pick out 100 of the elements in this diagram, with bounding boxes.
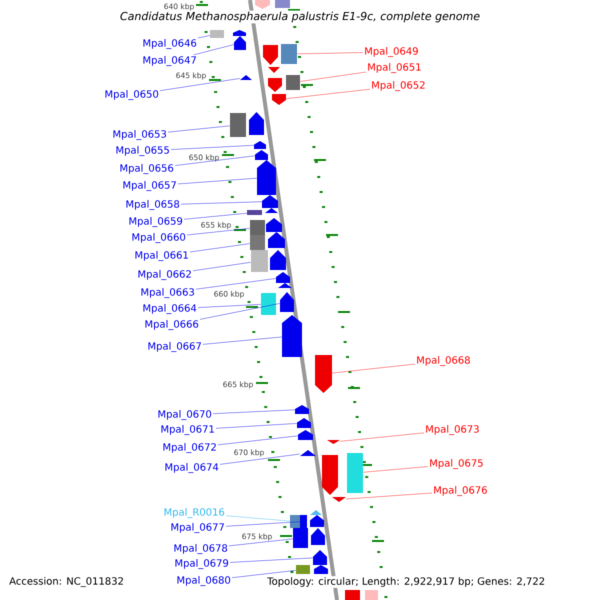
gene-shape [268, 67, 280, 73]
gene-shape [272, 94, 286, 105]
gene-box [290, 515, 300, 528]
leader-line [226, 516, 290, 522]
leader-line [186, 228, 250, 236]
gene-shape [314, 565, 328, 574]
gene-box [250, 235, 265, 250]
gene-label: Mpal_0666 [145, 320, 198, 330]
gene-shape [254, 141, 266, 149]
gene-shape [233, 30, 246, 36]
leader-line [346, 492, 432, 500]
leader-line [212, 410, 295, 414]
gene-box [250, 220, 265, 235]
gene-shape [278, 283, 292, 288]
gene-label: Mpal_0650 [105, 90, 158, 100]
gene-label: Mpal_0657 [123, 181, 176, 191]
leader-line [218, 436, 298, 446]
gene-label: Mpal_0658 [126, 200, 180, 210]
leader-line [180, 202, 262, 204]
gene-label: Mpal_0667 [148, 342, 201, 352]
gene-label: Mpal_0661 [135, 251, 188, 261]
gene-shape [249, 112, 264, 135]
gene-label: Mpal_0664 [143, 304, 196, 314]
gene-label: Mpal_0671 [161, 425, 214, 435]
gene-shape [263, 45, 278, 65]
gene-shape [270, 250, 286, 270]
leader-line [228, 538, 293, 546]
gene-box [251, 250, 268, 272]
leader-line [300, 72, 366, 82]
leader-line [184, 213, 247, 220]
gene-label: Mpal_0679 [175, 559, 228, 569]
gene-label: Mpal_0670 [158, 410, 212, 420]
gene-shape [327, 440, 340, 444]
leader-line [194, 44, 234, 56]
leader-line [178, 178, 257, 184]
leader-line [286, 89, 370, 99]
gene-label: Mpal_0672 [163, 443, 216, 453]
gene-label: Mpal_0663 [141, 288, 194, 298]
gene-label: Mpal_0673 [426, 425, 479, 435]
gene-label: Mpal_0662 [138, 270, 191, 280]
leader-line [198, 304, 261, 308]
gene-label: Mpal_0680 [177, 576, 230, 586]
gene-shape [265, 208, 278, 213]
leader-line [230, 558, 313, 563]
gene-box [296, 565, 310, 574]
gene-box [365, 590, 378, 600]
gene-box [261, 293, 276, 315]
gene-box [293, 528, 308, 548]
leader-line [196, 278, 276, 290]
gene-shape [322, 455, 338, 495]
gene-label: Mpal_0646 [143, 39, 196, 49]
gene-shape [310, 515, 324, 527]
gene-shape [255, 0, 270, 9]
leader-line [170, 145, 254, 150]
leader-line [332, 364, 416, 374]
leader-line [174, 156, 255, 166]
leader-line [340, 432, 424, 442]
gene-shape [280, 292, 294, 312]
gene-shape [313, 550, 327, 565]
gene-label: Mpal_0675 [430, 459, 483, 469]
gene-label: Mpal_R0016 [164, 508, 224, 518]
gene-shape [311, 528, 325, 545]
gene-label: Mpal_0656 [120, 164, 174, 174]
gene-box [345, 590, 360, 600]
gene-shape [298, 430, 313, 440]
gene-shape [295, 405, 309, 414]
title: Candidatus Methanosphaerula palustris E1-9c, complete genome [119, 10, 481, 24]
gene-label: Mpal_0651 [368, 63, 421, 73]
leader-line [198, 35, 210, 38]
gene-label: Mpal_0647 [143, 56, 196, 66]
gene-box [247, 210, 262, 215]
gene-shape [315, 355, 332, 393]
gene-shape [266, 218, 282, 232]
summary-text: Topology: circular; Length: 2,922,917 bp; Genes: 2,722 [266, 576, 546, 588]
gene-box [230, 113, 246, 137]
gene-label: Mpal_0653 [113, 130, 166, 140]
gene-label: Mpal_0676 [434, 486, 487, 496]
gene-label: Mpal_0652 [372, 81, 425, 91]
gene-shape [282, 315, 302, 357]
gene-label: Mpal_0649 [365, 47, 418, 57]
gene-label: Mpal_0655 [116, 146, 169, 156]
gene-shape [332, 497, 346, 502]
gene-shape [300, 450, 316, 456]
gene-label: Mpal_0678 [174, 544, 228, 554]
gene-shape [255, 150, 268, 160]
leader-line [192, 262, 251, 272]
gene-shape [297, 418, 311, 428]
gene-shape [310, 510, 322, 515]
leader-line [190, 243, 250, 252]
gene-label: Mpal_0660 [132, 233, 186, 243]
gene-label: Mpal_0659 [129, 217, 182, 227]
gene-box [281, 44, 297, 64]
gene-shape [268, 78, 282, 92]
accession-text: Accession: NC_011832 [9, 577, 123, 587]
leader-line [216, 423, 297, 428]
gene-box [210, 30, 224, 38]
gene-shape [268, 232, 285, 248]
leader-line [168, 126, 230, 132]
gene-label: Mpal_0677 [171, 523, 224, 533]
leader-line [226, 522, 300, 526]
